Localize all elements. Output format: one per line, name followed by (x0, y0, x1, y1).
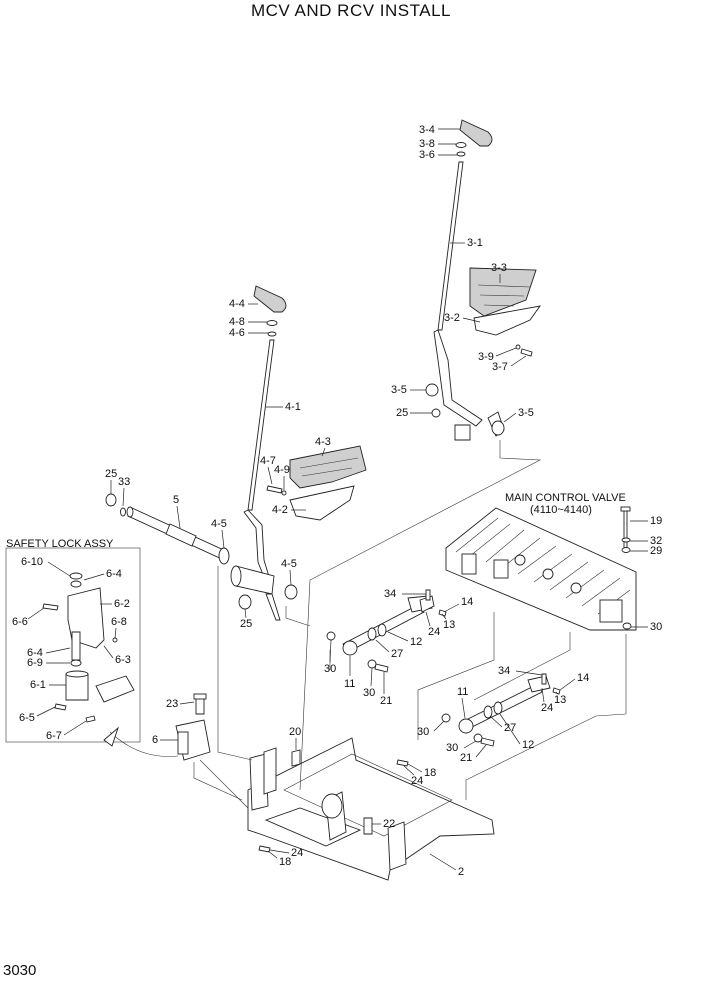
callout-6-4-a: 6-4 (106, 568, 122, 580)
callout-27-b: 27 (504, 722, 516, 734)
callout-4-3: 4-3 (315, 436, 331, 448)
linkage-upper (326, 589, 447, 673)
callout-30-a: 30 (650, 621, 662, 633)
callout-19: 19 (650, 515, 662, 527)
callout-4-4: 4-4 (229, 298, 245, 310)
callout-3-6: 3-6 (419, 149, 435, 161)
page-title: MCV AND RCV INSTALL (250, 1, 451, 20)
callout-6: 6 (152, 734, 158, 746)
callout-6-4-b: 6-4 (27, 647, 43, 659)
callout-4-8: 4-8 (229, 316, 245, 328)
callout-3-5-a: 3-5 (391, 384, 407, 396)
callout-6-7: 6-7 (46, 730, 62, 742)
assembly-lines (193, 440, 627, 801)
base-plate (199, 737, 495, 881)
callout-6-9: 6-9 (27, 657, 43, 669)
callout-30-d: 30 (417, 726, 429, 738)
mcv-title: MAIN CONTROL VALVE (505, 492, 626, 504)
callout-23: 23 (166, 698, 178, 710)
callout-22: 22 (383, 818, 395, 830)
callout-5: 5 (173, 494, 179, 506)
callout-3-1: 3-1 (467, 237, 483, 249)
callout-24-b: 24 (541, 702, 553, 714)
callout-3-4: 3-4 (419, 124, 435, 136)
callout-3-9: 3-9 (478, 351, 494, 363)
callout-25-c: 25 (105, 468, 117, 480)
callout-6-1: 6-1 (30, 679, 46, 691)
callout-4-2: 4-2 (272, 504, 288, 516)
callout-13-b: 13 (554, 694, 566, 706)
callout-4-9: 4-9 (274, 464, 290, 476)
callouts: 3-4 3-8 3-6 3-1 3-3 3-2 3-9 3-7 3-5 25 3… (6, 124, 662, 878)
callout-14-b: 14 (577, 672, 589, 684)
rcv-lever-left (230, 285, 367, 621)
callout-25-a: 25 (396, 407, 408, 419)
mcv-models: (4110~4140) (530, 504, 592, 516)
callout-6-6: 6-6 (12, 616, 28, 628)
callout-25-b: 25 (240, 618, 252, 630)
callout-4-7: 4-7 (260, 455, 276, 467)
callout-21-b: 21 (460, 752, 472, 764)
callout-4-6: 4-6 (229, 327, 245, 339)
safety-lock-assy (5, 547, 141, 743)
callout-34-a: 34 (384, 588, 396, 600)
callout-24-d: 24 (291, 847, 303, 859)
callout-29: 29 (650, 545, 662, 557)
callout-30-e: 30 (446, 742, 458, 754)
callout-4-5-b: 4-5 (281, 558, 297, 570)
main-control-valve (445, 507, 637, 631)
callout-18-a: 18 (424, 767, 436, 779)
callout-27-a: 27 (391, 648, 403, 660)
callout-21-a: 21 (380, 695, 392, 707)
callout-6-2: 6-2 (114, 598, 130, 610)
callout-3-5-b: 3-5 (518, 407, 534, 419)
callout-34-b: 34 (498, 665, 510, 677)
callout-3-2: 3-2 (444, 312, 460, 324)
callout-2: 2 (458, 866, 464, 878)
callout-6-10: 6-10 (21, 556, 43, 568)
callout-11-a: 11 (344, 678, 355, 690)
callout-6-5: 6-5 (19, 712, 35, 724)
page-number: 3030 (3, 962, 37, 979)
callout-4-1: 4-1 (285, 401, 301, 413)
callout-6-3: 6-3 (115, 654, 131, 666)
rcv-lever-right (425, 119, 542, 441)
callout-32: 32 (650, 535, 662, 547)
callout-6-8: 6-8 (111, 616, 127, 628)
safety-switch (103, 693, 211, 761)
callout-11-b: 11 (457, 686, 468, 698)
callout-30-c: 30 (363, 687, 375, 699)
safety-lock-title: SAFETY LOCK ASSY (6, 538, 114, 550)
callout-12-b: 12 (522, 739, 534, 751)
callout-14-a: 14 (461, 596, 473, 608)
callout-3-3: 3-3 (491, 262, 507, 274)
callout-24-a: 24 (428, 626, 440, 638)
callout-33: 33 (118, 476, 130, 488)
callout-12-a: 12 (410, 636, 422, 648)
callout-4-5-a: 4-5 (211, 518, 227, 530)
callout-3-8: 3-8 (419, 138, 435, 150)
callout-30-b: 30 (324, 663, 336, 675)
linkage-lower (441, 673, 561, 747)
callout-3-7: 3-7 (492, 361, 508, 373)
callout-20: 20 (289, 726, 301, 738)
callout-18-b: 18 (279, 856, 291, 868)
callout-13-a: 13 (443, 619, 455, 631)
callout-24-c: 24 (411, 775, 423, 787)
safety-lock-frame (5, 547, 141, 743)
valve-mount-bolts (620, 506, 632, 630)
